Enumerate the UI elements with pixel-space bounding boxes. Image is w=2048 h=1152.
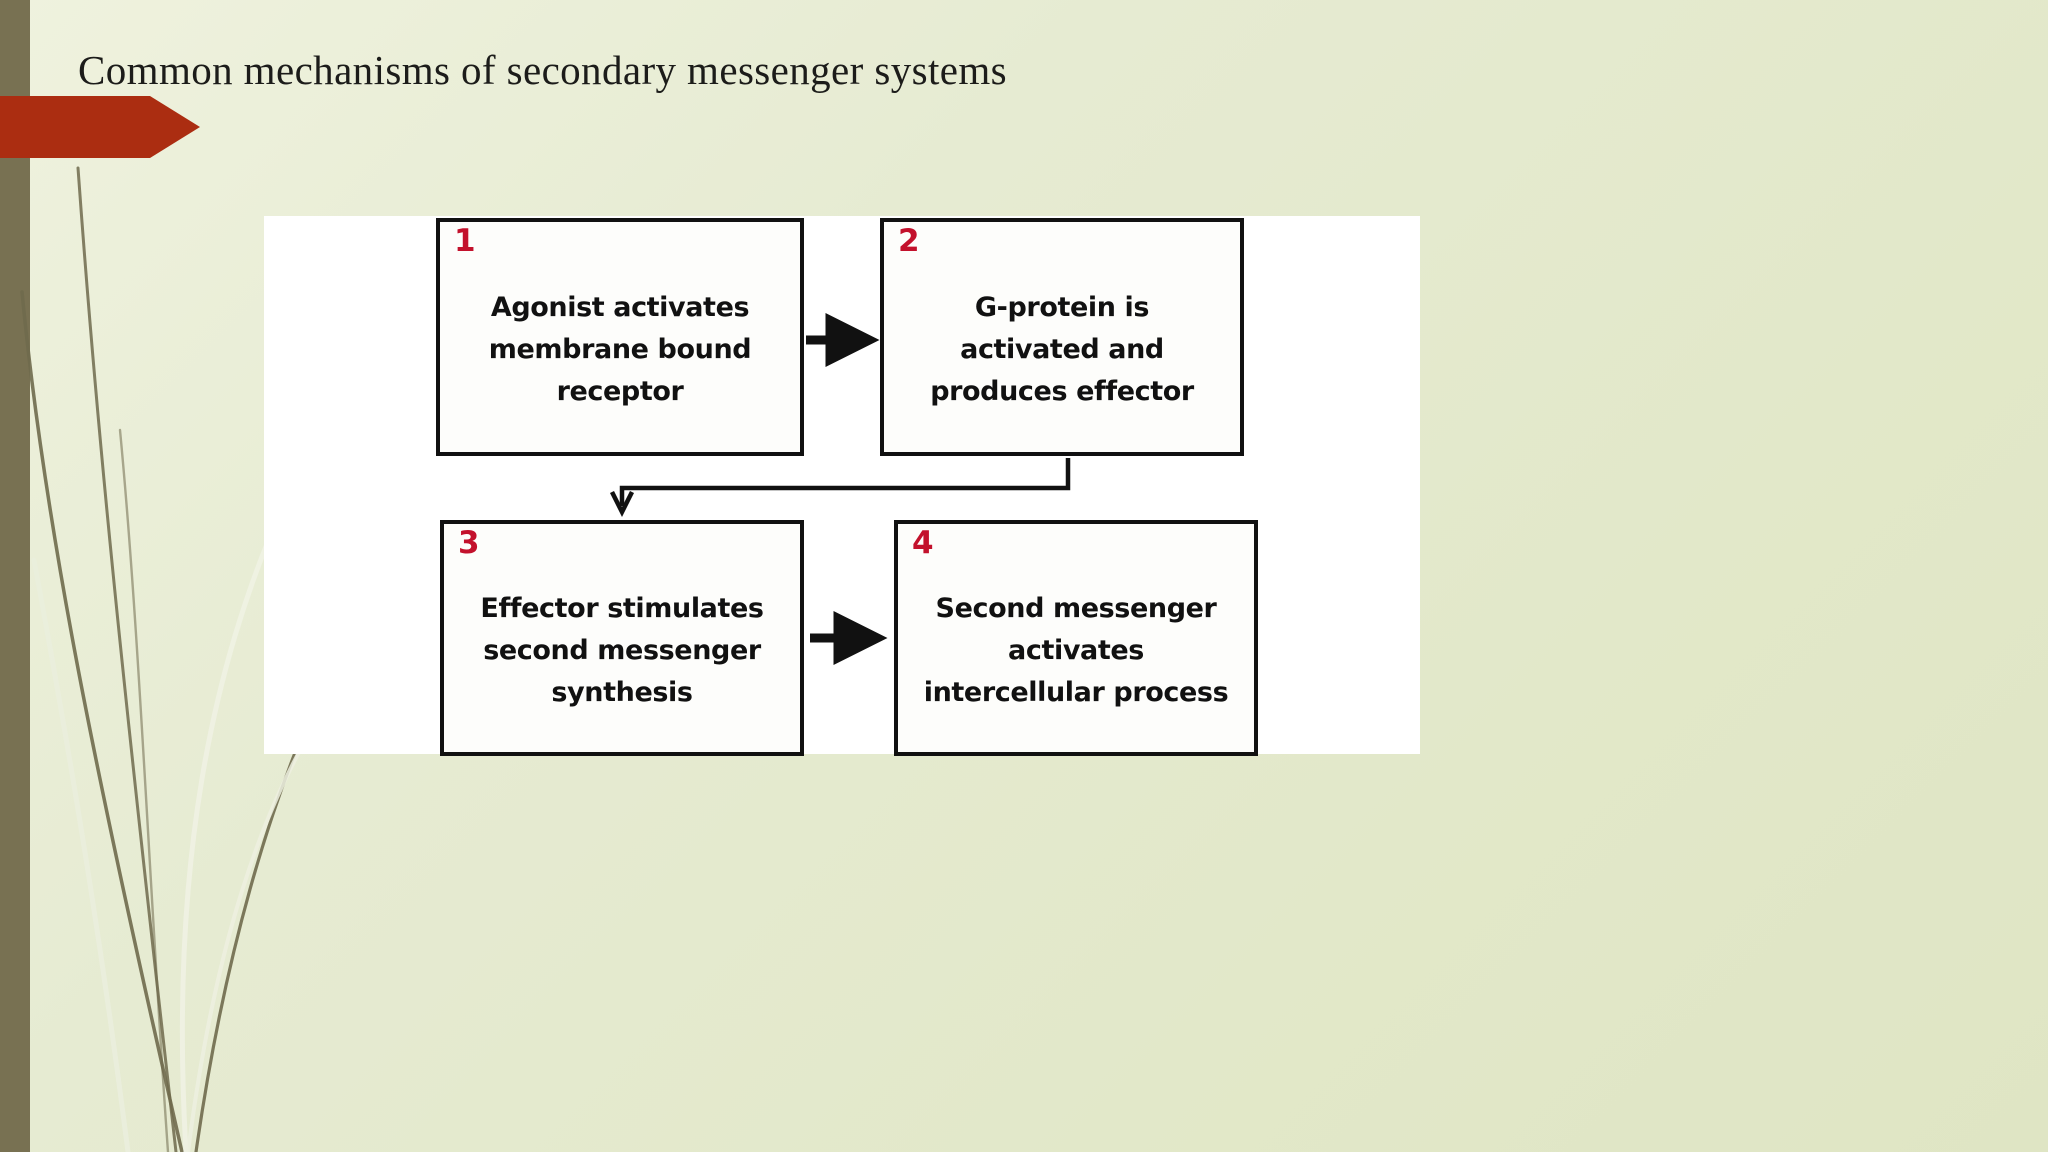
page-title: Common mechanisms of secondary messenger… — [78, 47, 1008, 93]
step-number-badge-2: 2 — [898, 223, 920, 259]
flow-box-4[interactable]: 4 Second messenger activates intercellul… — [894, 520, 1258, 756]
flow-box-2[interactable]: 2 G-protein is activated and produces ef… — [880, 218, 1244, 456]
flow-box-1-text: Agonist activates membrane bound recepto… — [488, 292, 752, 407]
step-number-badge-3: 3 — [458, 525, 480, 561]
flow-box-2-text: G-protein is activated and produces effe… — [930, 292, 1194, 407]
flow-box-1[interactable]: 1 Agonist activates membrane bound recep… — [436, 218, 804, 456]
flow-box-4-text: Second messenger activates intercellular… — [923, 593, 1229, 708]
flow-box-3-text: Effector stimulates second messenger syn… — [480, 593, 764, 708]
step-number-badge-4: 4 — [912, 525, 934, 561]
banner-arrow-shape — [0, 96, 200, 158]
step-number-badge-1: 1 — [454, 223, 476, 259]
flow-box-3[interactable]: 3 Effector stimulates second messenger s… — [440, 520, 804, 756]
left-accent-bar — [0, 0, 30, 1152]
